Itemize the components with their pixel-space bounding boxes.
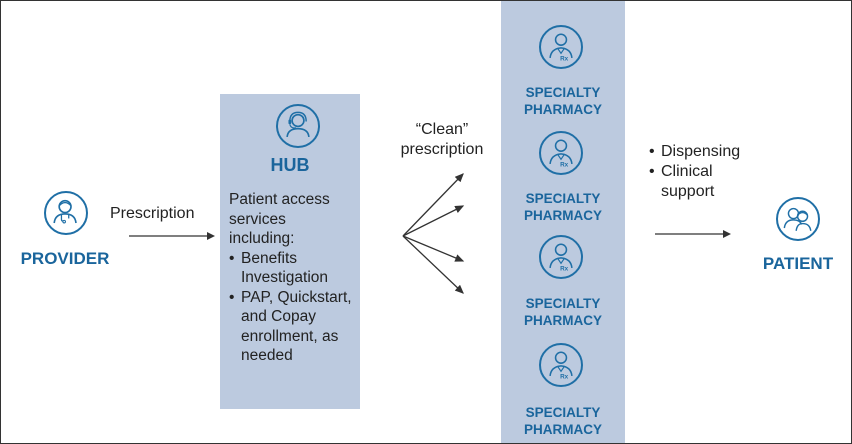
hub-intro-line: including:	[229, 230, 295, 247]
svg-text:Rx: Rx	[560, 266, 569, 273]
pharmacy-label-line: PHARMACY	[523, 422, 602, 437]
arrow-pharmacy-to-patient	[655, 230, 731, 238]
clean-line: “Clean”	[415, 121, 469, 138]
pharmacy-label: SPECIALTY PHARMACY	[501, 190, 625, 224]
bullet-line: Clinical	[661, 163, 713, 180]
patient-label: PATIENT	[762, 254, 834, 273]
hub-bullet-benefits: Benefits Investigation	[229, 249, 359, 288]
services-bullet-clinical: Clinical support	[649, 162, 779, 202]
clean-prescription-label: “Clean” prescription	[387, 120, 497, 160]
hub-bullet-list: Benefits Investigation PAP, Quickstart, …	[229, 249, 359, 366]
pharmacy-label-line: SPECIALTY	[525, 405, 601, 420]
bullet-line: Dispensing	[661, 143, 741, 160]
pharmacy-label: SPECIALTY PHARMACY	[501, 295, 625, 329]
pharmacist-icon: Rx	[539, 343, 583, 387]
svg-text:Rx: Rx	[560, 56, 569, 63]
bullet-line: needed	[241, 347, 293, 364]
pharmacy-label-line: SPECIALTY	[525, 191, 601, 206]
pharmacy-label-line: PHARMACY	[523, 313, 602, 328]
pharmacy-label: SPECIALTY PHARMACY	[501, 84, 625, 118]
bullet-line: PAP, Quickstart,	[241, 288, 352, 306]
hub-label: HUB	[270, 155, 310, 175]
hub-intro-line: Patient access	[229, 191, 330, 208]
pharmacy-label-line: SPECIALTY	[525, 296, 601, 311]
hub-description: Patient access services including: Benef…	[229, 190, 359, 366]
clean-line: prescription	[400, 141, 484, 158]
hub-intro-line: services	[229, 210, 286, 228]
doctor-icon	[44, 191, 88, 235]
pharmacy-label-line: SPECIALTY	[525, 85, 601, 100]
hub-bullet-enrollment: PAP, Quickstart, and Copay enrollment, a…	[229, 288, 359, 366]
bullet-line: enrollment, as	[241, 327, 339, 345]
provider-label: PROVIDER	[20, 249, 110, 268]
pharmacy-label: SPECIALTY PHARMACY	[501, 404, 625, 438]
pharmacy-label-line: PHARMACY	[523, 208, 602, 223]
svg-text:Rx: Rx	[560, 374, 569, 381]
pharmacist-icon: Rx	[539, 235, 583, 279]
patients-icon	[776, 197, 820, 241]
services-bullet-dispensing: Dispensing	[649, 142, 779, 162]
pharmacist-icon: Rx	[539, 131, 583, 175]
pharmacy-label-line: PHARMACY	[523, 102, 602, 117]
services-bullet-list: Dispensing Clinical support	[649, 142, 779, 202]
prescription-label: Prescription	[110, 205, 195, 222]
hub-agent-icon	[276, 104, 320, 148]
arrow-fan-hub-to-pharmacies	[402, 173, 465, 294]
pharmacist-icon: Rx	[539, 25, 583, 69]
services-description: Dispensing Clinical support	[649, 142, 779, 202]
bullet-line: Benefits	[241, 249, 298, 267]
svg-text:Rx: Rx	[560, 162, 569, 169]
bullet-line: and Copay	[241, 308, 316, 325]
arrow-provider-to-hub	[129, 232, 215, 240]
bullet-line: support	[661, 183, 715, 200]
bullet-line: Investigation	[241, 269, 329, 286]
